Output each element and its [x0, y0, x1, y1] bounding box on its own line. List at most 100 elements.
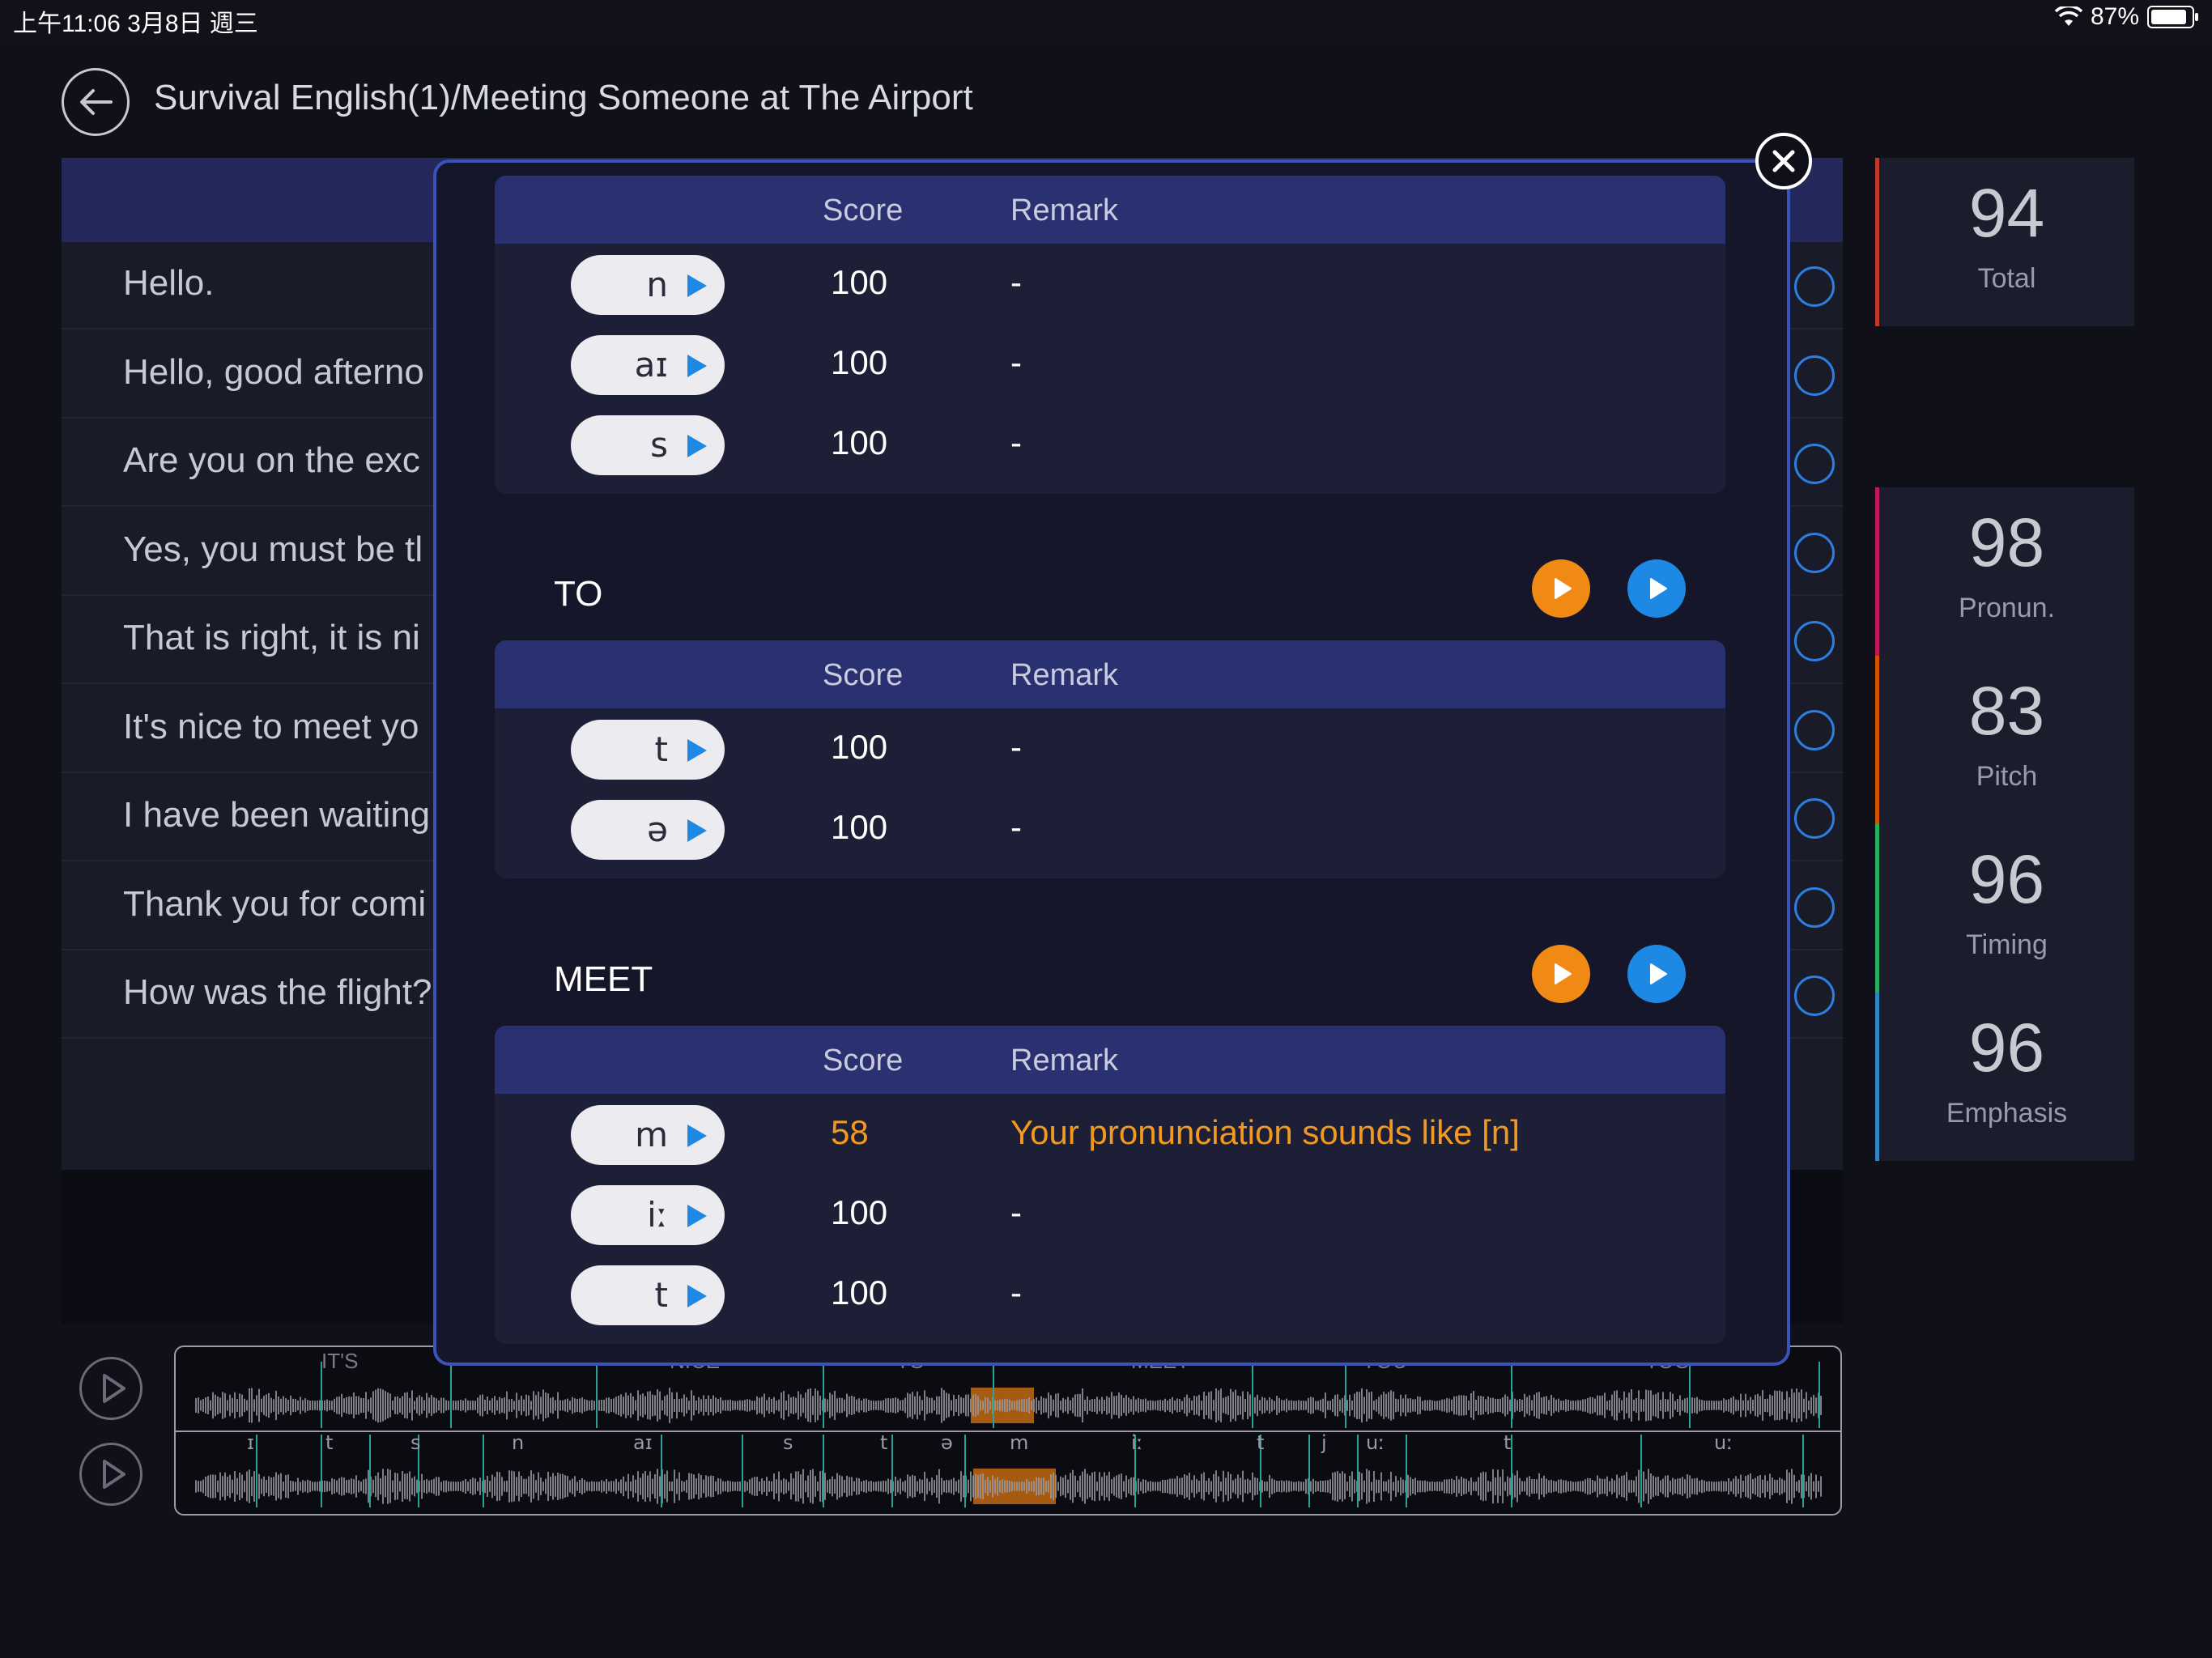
sentence-text: Yes, you must be tl	[123, 529, 423, 569]
score-value: 98	[1968, 504, 2045, 580]
phoneme-remark: Your pronunciation sounds like [n]	[1010, 1113, 1520, 1151]
waveform-trace	[195, 1388, 1822, 1423]
close-button[interactable]	[1755, 133, 1812, 189]
phoneme-play-button[interactable]: aɪ	[571, 335, 725, 395]
phoneme-score: 100	[831, 263, 888, 301]
word-title: TO	[554, 574, 603, 614]
table-header: Score Remark	[495, 176, 1725, 244]
arrow-left-icon	[80, 89, 113, 115]
play-icon	[687, 739, 707, 762]
table-row: t 100 -	[495, 708, 1725, 789]
sentence-text: I have been waiting	[123, 795, 431, 835]
phoneme-label: n	[646, 265, 668, 304]
score-label: Pronun.	[1958, 593, 2056, 623]
play-recording-button[interactable]	[1627, 559, 1686, 618]
sentence-play-icon[interactable]	[1794, 709, 1835, 750]
waveform-phoneme-label: t	[880, 1431, 887, 1454]
waveform-phoneme-label: t	[325, 1431, 333, 1454]
phoneme-play-button[interactable]: t	[571, 720, 725, 780]
waveform-phoneme-label: s	[410, 1431, 421, 1454]
sentence-text: Are you on the exc	[123, 440, 420, 480]
phoneme-play-button[interactable]: iː	[571, 1185, 725, 1245]
waveform-phoneme-label: ɪ	[247, 1431, 254, 1454]
score-label: Total	[1977, 263, 2036, 294]
status-right: 87%	[2054, 3, 2198, 31]
phoneme-score: 100	[831, 423, 888, 461]
sentence-play-icon[interactable]	[1794, 621, 1835, 661]
phoneme-remark: -	[1010, 728, 1022, 766]
phoneme-remark: -	[1010, 1273, 1022, 1312]
word-title: MEET	[554, 959, 653, 999]
sentence-play-icon[interactable]	[1794, 532, 1835, 573]
play-reference-audio-button[interactable]	[79, 1357, 143, 1420]
phoneme-score: 100	[831, 1273, 888, 1312]
sentence-text: Hello.	[123, 263, 215, 303]
play-reference-button[interactable]	[1532, 559, 1590, 618]
score-label: Emphasis	[1946, 1098, 2068, 1129]
phoneme-play-button[interactable]: ə	[571, 800, 725, 860]
waveform-phoneme-label: t	[1504, 1431, 1511, 1454]
play-user-audio-button[interactable]	[79, 1443, 143, 1506]
waveform-panel[interactable]: IT'SNICETOMEETYOUTOOɪtsnaɪstəmiːtjuːtuː	[174, 1346, 1842, 1516]
phoneme-play-button[interactable]: s	[571, 415, 725, 475]
phoneme-label: iː	[647, 1195, 668, 1235]
play-icon	[687, 1124, 707, 1147]
phoneme-label: m	[635, 1115, 668, 1154]
score-value: 96	[1968, 1010, 2045, 1086]
waveform-phoneme-label: t	[1257, 1431, 1264, 1454]
phoneme-score: 100	[831, 1193, 888, 1231]
column-remark: Remark	[1010, 658, 1119, 692]
play-reference-button[interactable]	[1532, 945, 1590, 1003]
play-icon	[687, 274, 707, 297]
phoneme-play-button[interactable]: n	[571, 255, 725, 315]
table-row: m 58 Your pronunciation sounds like [n]	[495, 1094, 1725, 1174]
phoneme-label: s	[650, 425, 668, 465]
phoneme-label: ə	[647, 810, 668, 849]
column-score: Score	[823, 193, 904, 227]
table-row: s 100 -	[495, 404, 1725, 484]
phoneme-label: t	[654, 1275, 668, 1315]
phoneme-remark: -	[1010, 263, 1022, 301]
score-value: 94	[1968, 175, 2045, 251]
play-icon	[687, 1205, 707, 1227]
phoneme-remark: -	[1010, 423, 1022, 461]
back-button[interactable]	[62, 68, 130, 136]
play-recording-button[interactable]	[1627, 945, 1686, 1003]
column-remark: Remark	[1010, 1044, 1119, 1078]
sentence-play-icon[interactable]	[1794, 798, 1835, 839]
sentence-row[interactable]: I have been waiting	[62, 774, 1843, 861]
table-row: t 100 -	[495, 1254, 1725, 1334]
sentence-play-icon[interactable]	[1794, 355, 1835, 396]
phoneme-score: 58	[831, 1113, 869, 1151]
play-icon	[1555, 963, 1572, 984]
score-value: 83	[1968, 673, 2045, 749]
column-remark: Remark	[1010, 193, 1119, 227]
score-label: Timing	[1966, 929, 2048, 960]
waveform-phoneme-label: uː	[1366, 1431, 1385, 1454]
phoneme-play-button[interactable]: m	[571, 1105, 725, 1165]
sentence-play-icon[interactable]	[1794, 976, 1835, 1016]
phoneme-score: 100	[831, 728, 888, 766]
sentence-text: Hello, good afterno	[123, 351, 424, 392]
table-row: n 100 -	[495, 244, 1725, 324]
sentence-play-icon[interactable]	[1794, 886, 1835, 928]
sentence-play-icon[interactable]	[1794, 266, 1835, 307]
waveform-word-label: IT'S	[321, 1349, 358, 1373]
sentence-play-icon[interactable]	[1794, 444, 1835, 484]
page-title: Survival English(1)/Meeting Someone at T…	[154, 78, 973, 117]
waveform-phoneme-label: iː	[1131, 1431, 1143, 1454]
phoneme-play-button[interactable]: t	[571, 1265, 725, 1325]
battery-icon	[2147, 6, 2198, 28]
sentence-text: How was the flight?	[123, 972, 432, 1012]
waveform-phoneme-label: s	[783, 1431, 793, 1454]
sentence-text: That is right, it is ni	[123, 618, 420, 657]
